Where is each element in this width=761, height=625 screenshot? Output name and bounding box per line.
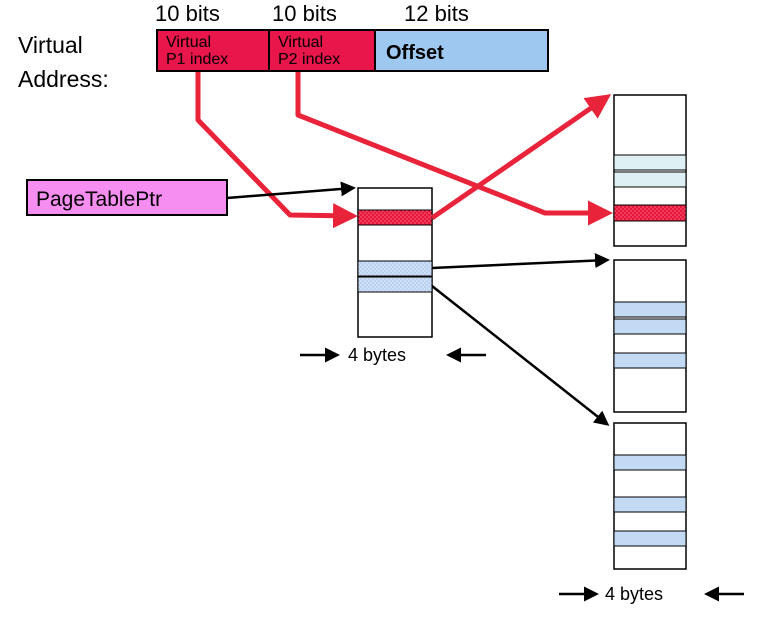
p2-index-arrow (295, 72, 613, 226)
p2-field-line2: P2 index (278, 51, 340, 68)
page-table-ptr-arrow (226, 181, 356, 200)
p2-index-field (268, 29, 376, 72)
p2-bits-label: 10 bits (272, 1, 337, 26)
first-level-entry-red (357, 209, 433, 226)
virtual-address-label-line2: Address: (18, 66, 109, 92)
second-level-page-table-3 (613, 422, 687, 570)
virtual-address-register: Virtual P1 index Virtual P2 index Offset (156, 29, 549, 72)
p1-index-arrow (195, 72, 358, 229)
first-level-to-table3-arrow (431, 285, 610, 426)
p2-field-line1: Virtual (278, 34, 323, 51)
offset-field-label: Offset (386, 42, 444, 64)
offset-field (374, 29, 549, 72)
second-level-page-table-1 (613, 94, 687, 247)
table2-entry-2 (613, 318, 687, 335)
second-level-size-label: 4 bytes (605, 584, 663, 604)
table1-entry-red (613, 204, 687, 222)
second-level-page-table-2 (613, 259, 687, 413)
offset-bits-label: 12 bits (404, 1, 469, 26)
first-level-entry-blue-1 (357, 260, 433, 277)
table2-entry-1 (613, 301, 687, 318)
second-level-table-3-frame (613, 422, 687, 570)
table3-entry-2 (613, 496, 687, 513)
second-level-size-indicator: 4 bytes (559, 584, 744, 604)
table1-entry-2 (613, 171, 687, 188)
first-level-to-table1-arrow (430, 94, 612, 221)
table2-entry-3 (613, 352, 687, 369)
page-table-ptr-label: PageTablePtr (36, 188, 162, 211)
first-level-size-indicator: 4 bytes (300, 345, 486, 365)
table1-entry-1 (613, 154, 687, 171)
p1-bits-label: 10 bits (155, 1, 220, 26)
table3-entry-3 (613, 530, 687, 547)
first-level-entry-blue-2 (357, 276, 433, 293)
second-level-table-2-frame (613, 259, 687, 413)
p1-field-line2: P1 index (166, 51, 228, 68)
first-level-to-table2-arrow (431, 253, 610, 270)
p1-index-field (156, 29, 270, 72)
first-level-page-table (357, 187, 433, 338)
virtual-address-label-line1: Virtual (18, 32, 83, 58)
p1-field-line1: Virtual (166, 34, 211, 51)
first-level-size-label: 4 bytes (348, 345, 406, 365)
table3-entry-1 (613, 454, 687, 471)
